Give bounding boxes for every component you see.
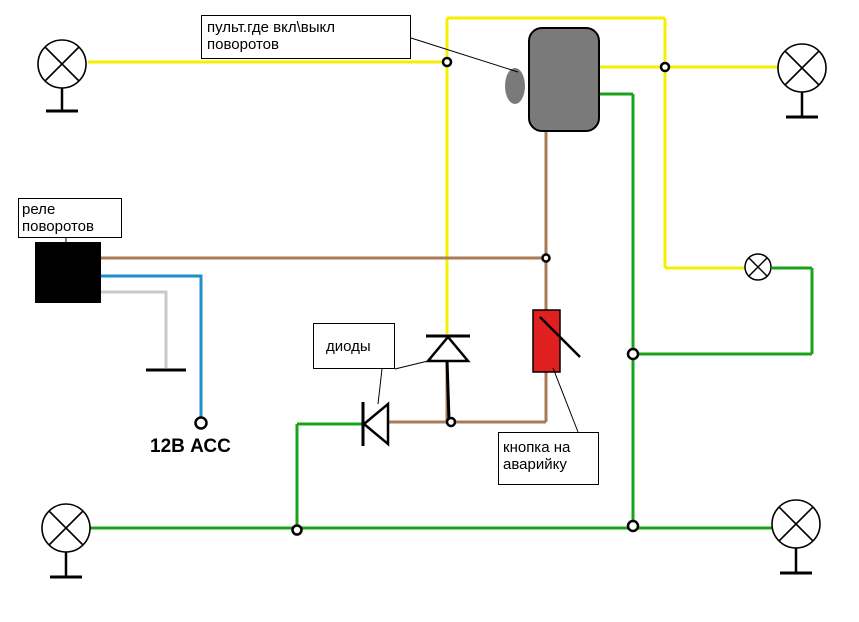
lamp-top-right <box>777 43 827 119</box>
diode-icon <box>361 401 390 447</box>
green-wires <box>88 92 814 530</box>
lamp-cross-icon <box>744 253 772 281</box>
diodes-callout-line-2 <box>377 368 383 405</box>
diode-icon <box>425 334 471 363</box>
gray-wire-ground <box>100 290 168 368</box>
black-wire-diode-joint <box>445 359 451 421</box>
button-callout-line <box>552 367 579 433</box>
lamp-cross-icon <box>777 43 827 93</box>
relay-body <box>35 242 101 303</box>
console-unit <box>505 27 600 132</box>
indicator-lamp <box>744 253 772 281</box>
power-label: 12В АСС <box>150 436 231 457</box>
terminal-ring-icon <box>194 416 208 430</box>
diodes-label: диоды <box>313 323 395 369</box>
hazard-button-body <box>532 309 561 373</box>
lamp-cross-icon <box>771 499 821 549</box>
console-label: пульт.где вкл\выкл поворотов <box>201 15 411 59</box>
lamp-top-left <box>37 39 87 113</box>
relay-label: реле поворотов <box>18 198 122 238</box>
junction-dot <box>659 61 671 73</box>
lamp-bottom-right <box>771 499 821 575</box>
diodes-callout-line-1 <box>394 359 433 370</box>
brown-wires <box>100 130 548 424</box>
blue-wire-acc <box>100 274 203 418</box>
junction-dot <box>441 56 453 68</box>
switch-icon <box>539 316 581 358</box>
lamp-bottom-left <box>41 503 91 579</box>
console-knob <box>505 68 525 104</box>
lamp-cross-icon <box>41 503 91 553</box>
console-callout-line <box>410 37 519 73</box>
hazard-button-label: кнопка на аварийку <box>498 432 599 485</box>
junction-dot <box>541 253 551 263</box>
console-body <box>528 27 600 132</box>
junction-dot <box>626 519 640 533</box>
lamp-cross-icon <box>37 39 87 89</box>
junction-dot <box>626 347 640 361</box>
hazard-button <box>532 309 581 373</box>
junction-dot <box>291 524 303 536</box>
junctions <box>291 56 671 536</box>
junction-dot <box>445 416 457 428</box>
yellow-wires <box>88 16 778 334</box>
